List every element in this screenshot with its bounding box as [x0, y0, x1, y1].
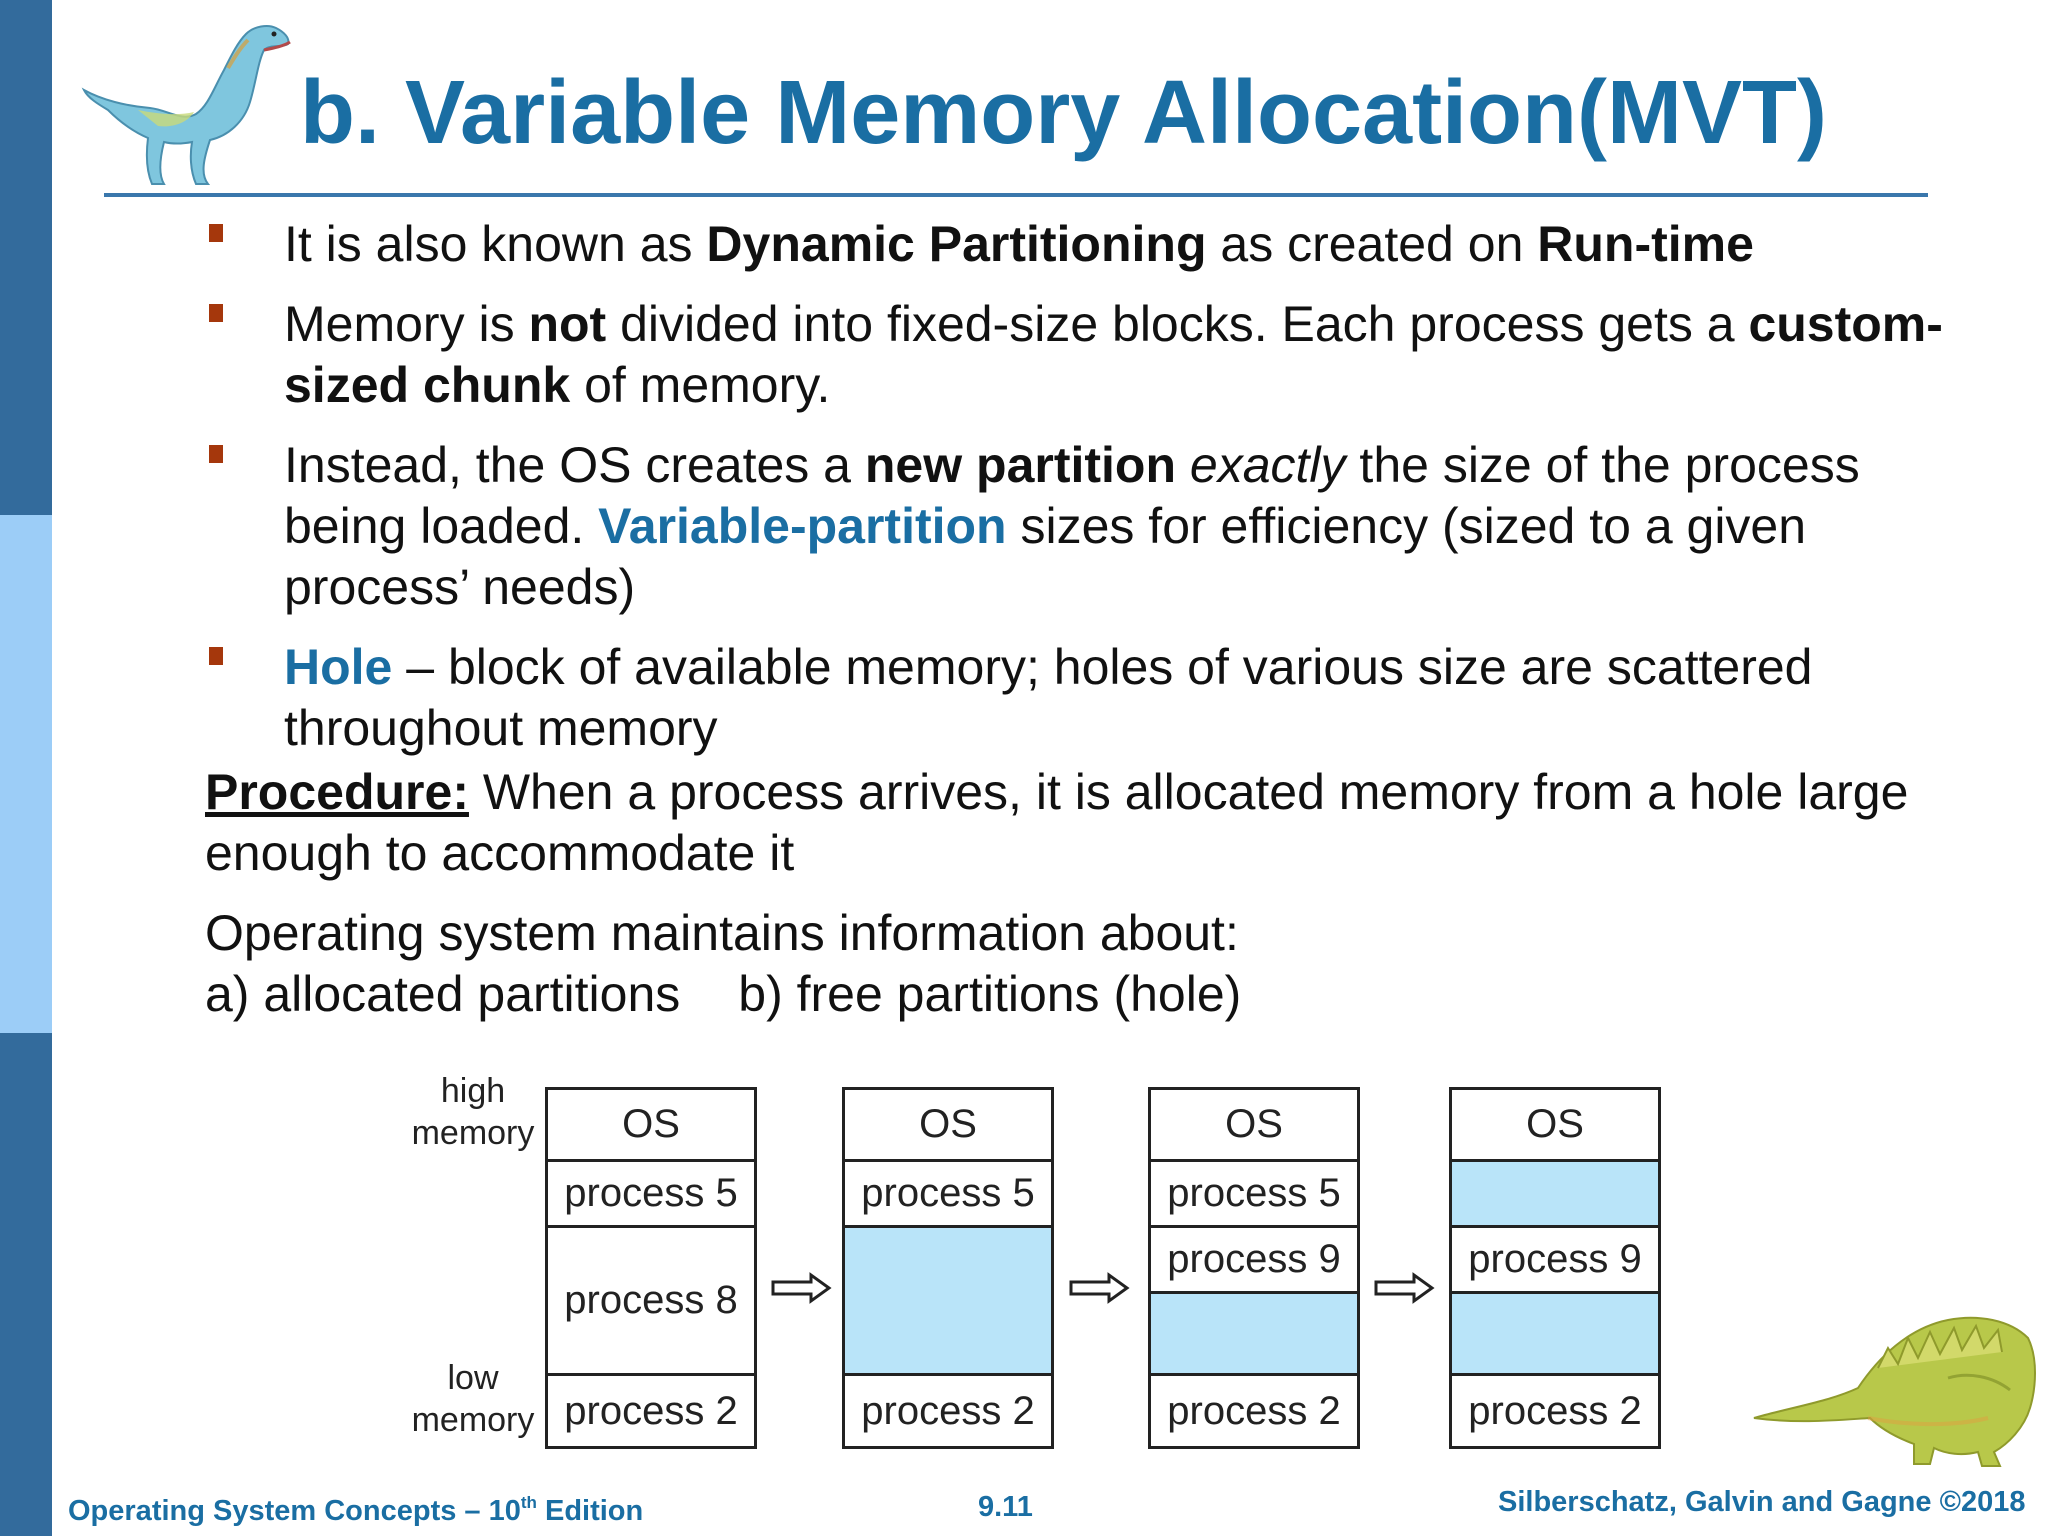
- arrow-right-icon: [1374, 1272, 1435, 1304]
- bullet-1-bold-1: Dynamic Partitioning: [706, 216, 1207, 272]
- process-block: process 2: [1151, 1373, 1357, 1446]
- bullet-3-italic: exactly: [1189, 437, 1346, 493]
- os-block: OS: [622, 1102, 680, 1146]
- bullet-3-bold-1: new partition: [864, 437, 1176, 493]
- bullet-list: It is also known as Dynamic Partitioning…: [200, 195, 1960, 759]
- process-block: process 9: [1151, 1225, 1357, 1291]
- bullet-2-text-3: of memory.: [570, 357, 831, 413]
- bullet-square-icon: [209, 647, 223, 665]
- footer-book-title: Operating System Concepts – 10th Edition: [68, 1493, 643, 1528]
- process-block: process 2: [845, 1373, 1051, 1446]
- bullet-1-bold-2: Run-time: [1537, 216, 1754, 272]
- os-block: OS: [1526, 1102, 1584, 1146]
- bullet-square-icon: [209, 445, 223, 463]
- bullet-4-text-1: – block of available memory; holes of va…: [284, 639, 1813, 756]
- title-underline: [104, 193, 1928, 197]
- procedure-text: When a process arrives, it is allocated …: [205, 764, 1909, 881]
- memory-column-4: OS process 9 process 2: [1449, 1087, 1661, 1449]
- info-allocated: a) allocated partitions: [205, 966, 681, 1022]
- bullet-1-text-1: It is also known as: [284, 216, 707, 272]
- bullet-3-highlight: Variable-partition: [598, 498, 1007, 554]
- info-paragraph: Operating system maintains information a…: [205, 903, 1925, 1025]
- info-free: b) free partitions (hole): [738, 966, 1242, 1022]
- arrow-right-icon: [771, 1272, 832, 1304]
- process-block: process 5: [548, 1159, 754, 1225]
- memory-column-3: OS process 5 process 9 process 2: [1148, 1087, 1360, 1449]
- process-block: process 5: [1151, 1159, 1357, 1225]
- bullet-2-text-2: divided into fixed-size blocks. Each pro…: [606, 296, 1749, 352]
- process-block: process 5: [845, 1159, 1051, 1225]
- bullet-square-icon: [209, 304, 223, 322]
- memory-column-2: OS process 5 process 2: [842, 1087, 1054, 1449]
- hole-block: [1452, 1159, 1658, 1225]
- low-memory-label: low memory: [411, 1359, 535, 1439]
- memory-column-1: OS process 5 process 8 process 2: [545, 1087, 757, 1449]
- dinosaur-mascot-icon: [1753, 1316, 2036, 1467]
- bullet-item-2: Memory is not divided into fixed-size bl…: [200, 294, 1960, 416]
- side-stripe-middle: [0, 515, 52, 1033]
- info-line-1: Operating system maintains information a…: [205, 905, 1239, 961]
- bullet-4-highlight: Hole: [284, 639, 393, 695]
- arrow-right-icon: [1069, 1272, 1130, 1304]
- footer-superscript: th: [520, 1493, 537, 1512]
- hole-block: [1151, 1291, 1357, 1373]
- bullet-3-text-3: sizes for efficiency (sized to a given p…: [284, 498, 1807, 615]
- dinosaur-logo-icon: [81, 25, 291, 185]
- bullet-item-3: Instead, the OS creates a new partition …: [200, 435, 1960, 618]
- bullet-item-1: It is also known as Dynamic Partitioning…: [200, 214, 1960, 275]
- bullet-2-text-1: Memory is: [284, 296, 529, 352]
- footer-title-part-1: Operating System Concepts – 10: [68, 1495, 521, 1527]
- bullet-3-text-2: the size of the process being loaded.: [284, 437, 1860, 554]
- procedure-paragraph: Procedure: When a process arrives, it is…: [205, 762, 1925, 884]
- hole-block: [845, 1225, 1051, 1373]
- bullet-1-text-2: as created on: [1206, 216, 1538, 272]
- bullet-item-4: Hole – block of available memory; holes …: [200, 637, 1960, 759]
- footer-title-part-2: Edition: [536, 1495, 644, 1527]
- process-block: process 9: [1452, 1225, 1658, 1291]
- procedure-label: Procedure:: [205, 764, 469, 820]
- bullet-2-bold-1: not: [528, 296, 607, 352]
- high-memory-label: high memory: [411, 1072, 535, 1152]
- bullet-3-space: [1176, 437, 1190, 493]
- os-block: OS: [1225, 1102, 1283, 1146]
- process-block: process 2: [1452, 1373, 1658, 1446]
- page-number: 9.11: [978, 1491, 1033, 1523]
- process-block: process 2: [548, 1373, 754, 1446]
- side-stripe-top: [0, 0, 52, 515]
- side-stripe-bottom: [0, 1033, 52, 1536]
- bullet-3-text-1: Instead, the OS creates a: [284, 437, 865, 493]
- process-block: process 8: [548, 1225, 754, 1373]
- footer-authors: Silberschatz, Galvin and Gagne ©2018: [1498, 1486, 2026, 1518]
- hole-block: [1452, 1291, 1658, 1373]
- bullet-2-bold-2: custom-sized chunk: [284, 296, 1943, 413]
- os-block: OS: [919, 1102, 977, 1146]
- slide-title: b. Variable Memory Allocation(MVT): [300, 63, 1827, 163]
- bullet-square-icon: [209, 224, 223, 242]
